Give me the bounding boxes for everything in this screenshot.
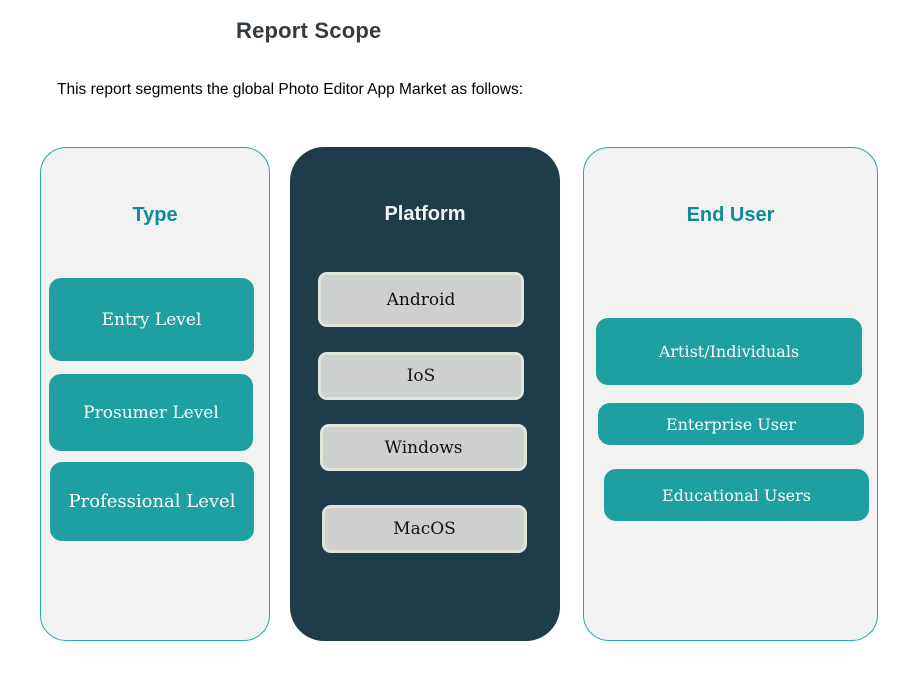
platform-column-heading: Platform xyxy=(384,203,466,225)
segment-windows: Windows xyxy=(320,424,527,471)
segment-professional-level: Professional Level xyxy=(50,462,254,541)
segment-educational-users: Educational Users xyxy=(604,469,869,521)
segment-android: Android xyxy=(318,272,524,327)
platform-column-panel: Platform Android IoS Windows MacOS xyxy=(290,147,560,641)
enduser-column-panel: End User Artist/Individuals Enterprise U… xyxy=(583,147,878,641)
page-title: Report Scope xyxy=(236,18,382,43)
segment-enterprise-user: Enterprise User xyxy=(598,403,864,445)
segment-macos: MacOS xyxy=(322,505,527,553)
slide-description: This report segments the global Photo Ed… xyxy=(57,81,524,98)
segment-prosumer-level: Prosumer Level xyxy=(49,374,253,451)
type-column-panel: Type Entry Level Prosumer Level Professi… xyxy=(40,147,270,641)
type-column-heading: Type xyxy=(132,204,178,226)
segment-ios: IoS xyxy=(318,352,524,400)
segment-artist-individuals: Artist/Individuals xyxy=(596,318,862,385)
enduser-column-heading: End User xyxy=(686,204,775,226)
segment-entry-level: Entry Level xyxy=(49,278,254,361)
